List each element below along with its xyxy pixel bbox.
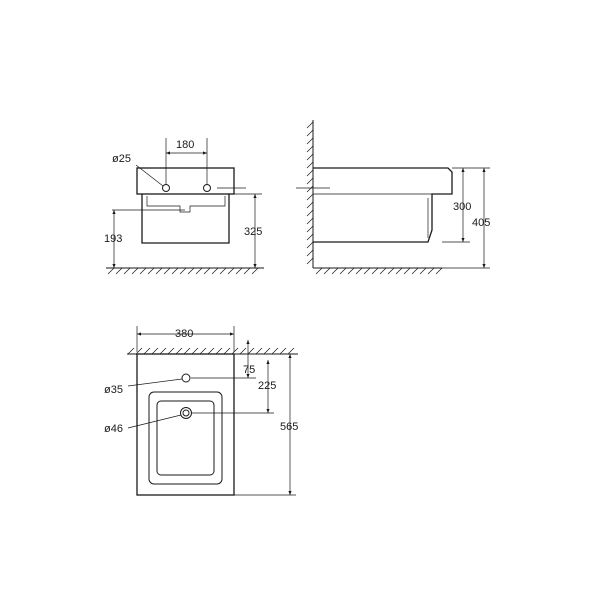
front-rim [136, 167, 235, 195]
dim-o35-leader [127, 378, 183, 387]
dim-o46-label: ø46 [104, 423, 123, 435]
dim-405-label: 405 [472, 217, 490, 229]
front-tap-hole-left [162, 184, 170, 192]
front-inner-profile [146, 196, 226, 213]
side-profile [313, 167, 453, 243]
dim-565-label: 565 [280, 421, 298, 433]
dim-180-label: 180 [176, 139, 194, 151]
dim-o46-leader [127, 414, 182, 429]
dim-380-label: 380 [175, 328, 193, 340]
top-bowl-inner [156, 400, 215, 476]
dim-o25-leader [135, 164, 164, 187]
front-bowl [141, 194, 230, 244]
dim-325-label: 325 [244, 226, 262, 238]
top-drain-inner [182, 409, 190, 417]
dim-o25-label: ø25 [112, 153, 131, 165]
dim-75-label: 75 [243, 364, 255, 376]
top-drain-outer [180, 407, 192, 419]
dim-o35-label: ø35 [104, 384, 123, 396]
front-tap-hole-right [203, 184, 211, 192]
front-view: 180 ø25 193 325 [104, 138, 264, 275]
side-floor-hatch [315, 267, 443, 275]
side-wall-hatch [306, 121, 314, 265]
dim-193-label: 193 [104, 233, 122, 245]
dim-225-label: 225 [258, 380, 276, 392]
top-wall-hatch [127, 347, 295, 355]
top-bowl-outer [148, 391, 223, 485]
top-tap-hole [181, 373, 191, 383]
dim-300-label: 300 [453, 201, 471, 213]
side-view: 300 405 [296, 120, 490, 275]
front-floor-hatch [107, 267, 259, 275]
top-outline [136, 353, 235, 496]
top-view: 380 ø35 ø46 75 225 565 [104, 326, 298, 496]
